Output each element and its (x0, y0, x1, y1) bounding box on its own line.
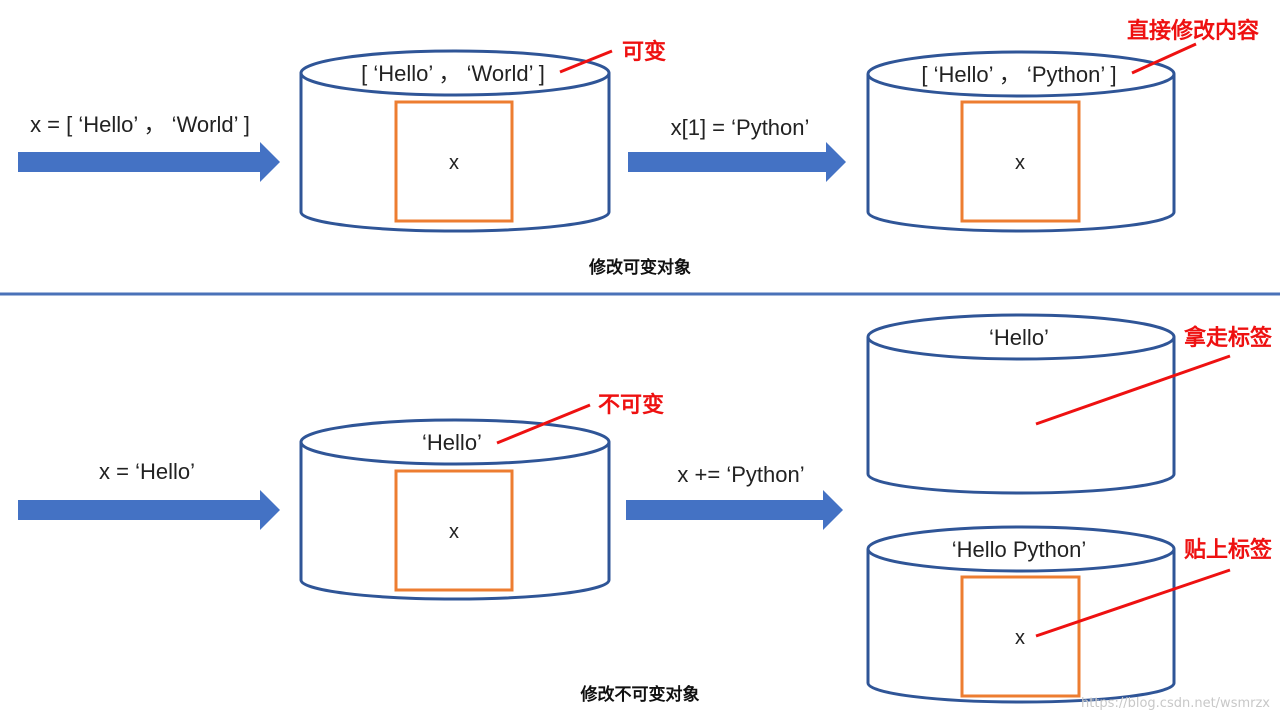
bottom-op-label: x += ‘Python’ (677, 462, 804, 487)
bottom-arrow-left (18, 490, 280, 530)
top-var-x-1: x (449, 152, 459, 174)
bottom-note-take-label: 拿走标签 (1183, 325, 1273, 351)
watermark: https://blog.csdn.net/wsmrzx (1081, 696, 1270, 711)
bottom-var-x-2: x (1015, 627, 1025, 649)
bottom-arrow-right (626, 490, 843, 530)
bottom-note-immutable-pointer (496, 403, 591, 445)
bottom-caption: 修改不可变对象 (580, 684, 700, 705)
bottom-cylinder-old (866, 313, 1176, 495)
bottom-var-x-1: x (449, 521, 459, 543)
top-after-content: [ ‘Hello’ ， ‘Python’ ] (921, 62, 1116, 87)
bottom-cylinder-before (299, 418, 611, 601)
top-note-mutable: 可变 (622, 39, 666, 65)
bottom-cylinder-new (866, 525, 1176, 704)
bottom-note-put-label: 贴上标签 (1184, 537, 1273, 563)
bottom-note-take-pointer (1035, 354, 1231, 426)
top-arrow-right (628, 142, 846, 182)
top-note-direct-pointer (1131, 42, 1197, 75)
bottom-before-content: ‘Hello’ (422, 430, 482, 455)
bottom-old-content: ‘Hello’ (989, 325, 1049, 350)
top-caption: 修改可变对象 (588, 257, 691, 278)
top-op-label: x[1] = ‘Python’ (671, 115, 810, 140)
bottom-var-box-1 (394, 469, 514, 592)
top-cylinder-before (299, 49, 611, 233)
top-var-box-1 (394, 100, 514, 223)
top-note-mutable-pointer (559, 49, 613, 74)
bottom-assign-label: x = ‘Hello’ (99, 459, 195, 484)
top-before-content: [ ‘Hello’ ， ‘World’ ] (361, 61, 545, 86)
bottom-var-box-2 (960, 575, 1081, 698)
bottom-note-put-pointer (1035, 568, 1231, 638)
top-cylinder-after (866, 50, 1176, 233)
top-assign-label: x = [ ‘Hello’ ， ‘World’ ] (30, 112, 250, 137)
top-var-box-2 (960, 100, 1081, 223)
top-var-x-2: x (1015, 152, 1025, 174)
bottom-new-content: ‘Hello Python’ (952, 537, 1087, 562)
top-arrow-left (18, 142, 280, 182)
bottom-note-immutable: 不可变 (598, 392, 664, 418)
top-note-direct-modify: 直接修改内容 (1127, 18, 1259, 44)
